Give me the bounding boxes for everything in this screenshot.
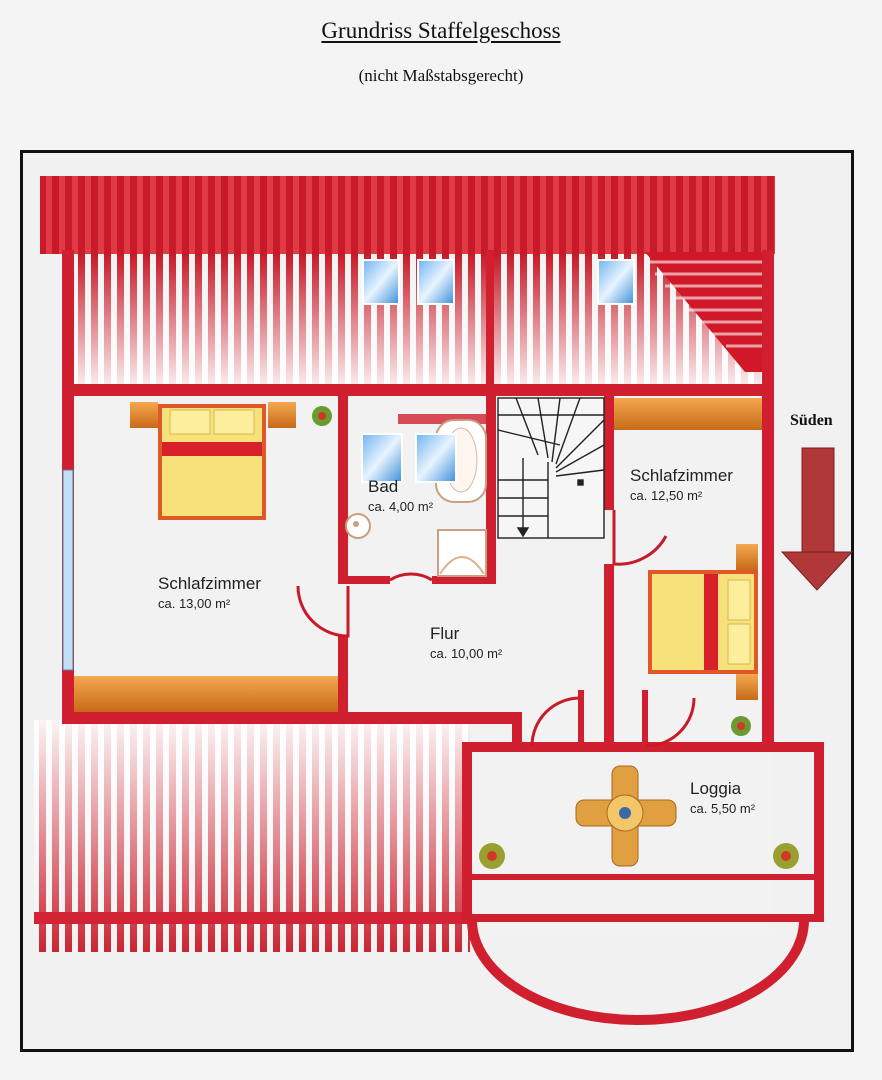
roof-upper-right [494,252,765,386]
walls [62,250,824,922]
bathroom-fixtures [345,414,488,577]
room-area-bedroom-left: ca. 13,00 m² [158,596,231,611]
doors [296,510,696,748]
down-arrow-icon [780,447,854,591]
bed-right [648,544,758,700]
loggia-table-icon [575,765,677,867]
plant-icon [479,843,505,869]
room-name-bathroom: Bad [368,477,399,496]
room-area-bathroom: ca. 4,00 m² [368,499,434,514]
room-area-loggia: ca. 5,50 m² [690,801,756,816]
room-name-loggia: Loggia [690,779,742,798]
bed-left [130,402,296,520]
room-area-bedroom-right: ca. 12,50 m² [630,488,703,503]
skylight-1 [362,259,400,305]
room-area-hallway: ca. 10,00 m² [430,646,503,661]
room-name-hallway: Flur [430,624,460,643]
orientation-label: Süden [790,412,833,429]
room-name-bedroom-right: Schlafzimmer [630,466,733,485]
page-title: Grundriss Staffelgeschoss [321,18,561,43]
page-subtitle: (nicht Maßstabsgerecht) [358,66,524,85]
balcony-arc [467,919,809,1025]
plant-icon [773,843,799,869]
roof-top [40,176,775,254]
skylight-3 [597,259,635,305]
roof-lower-left [34,720,470,952]
window-left [62,469,74,671]
dresser-left [74,676,338,712]
skylight-2 [417,259,455,305]
stairs [497,397,605,539]
room-name-bedroom-left: Schlafzimmer [158,574,261,593]
plant-icon [731,716,751,736]
plant-icon [312,406,332,426]
dresser-right [614,398,762,430]
